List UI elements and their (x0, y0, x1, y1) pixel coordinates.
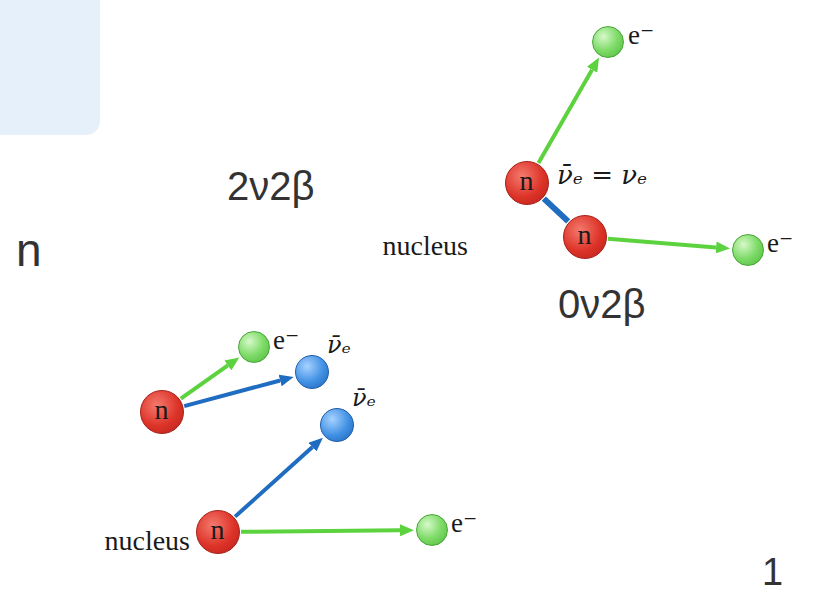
emission-arrow (538, 70, 592, 163)
particle-label: e⁻ (451, 510, 477, 537)
nucleus-outline (95, 413, 285, 597)
nucleus-disc (461, 101, 639, 279)
particle-symbol: n (578, 221, 592, 249)
electron-ball: e⁻ (238, 331, 270, 363)
particle-label: e⁻ (628, 22, 654, 49)
edge-label: ν̄ₑ = νₑ (557, 162, 647, 188)
nucleus-circle: nucleusnn (460, 100, 640, 280)
emission-arrow (235, 447, 312, 517)
particle-label: e⁻ (273, 327, 299, 354)
particle-symbol: n (211, 516, 225, 544)
neutron-ball: n (505, 161, 549, 205)
process-label: n (16, 227, 42, 273)
electron-ball: e⁻ (592, 26, 624, 58)
particle-symbol: n (155, 396, 169, 424)
emission-arrow (608, 239, 716, 248)
particle-label: ν̄ₑ (352, 386, 376, 410)
process-label: 2ν2β (227, 166, 315, 206)
neutron-ball: n (140, 390, 184, 434)
particle-label: e⁻ (767, 230, 793, 257)
particle-label: ν̄ₑ (327, 333, 351, 357)
slide-panel (0, 0, 100, 135)
emission-arrow (241, 530, 400, 531)
electron-ball: e⁻ (732, 234, 764, 266)
page-number: 1 (762, 553, 783, 591)
neutron-ball: n (563, 215, 607, 259)
emission-arrow (181, 365, 228, 398)
nucleus-label: nucleus (104, 527, 190, 555)
neutrino-ball: ν̄ₑ (295, 355, 329, 389)
neutrino-ball: ν̄ₑ (320, 408, 354, 442)
process-label: 0ν2β (558, 284, 646, 324)
emission-arrow (184, 381, 280, 407)
exchange-line (544, 199, 568, 222)
nucleus-circle: nucleusnn (95, 413, 285, 597)
nucleus-outline (460, 100, 640, 280)
neutron-ball: n (196, 510, 240, 554)
nucleus-label: nucleus (382, 232, 468, 260)
nucleus-disc (96, 414, 284, 597)
particle-symbol: n (520, 167, 534, 195)
electron-ball: e⁻ (416, 514, 448, 546)
